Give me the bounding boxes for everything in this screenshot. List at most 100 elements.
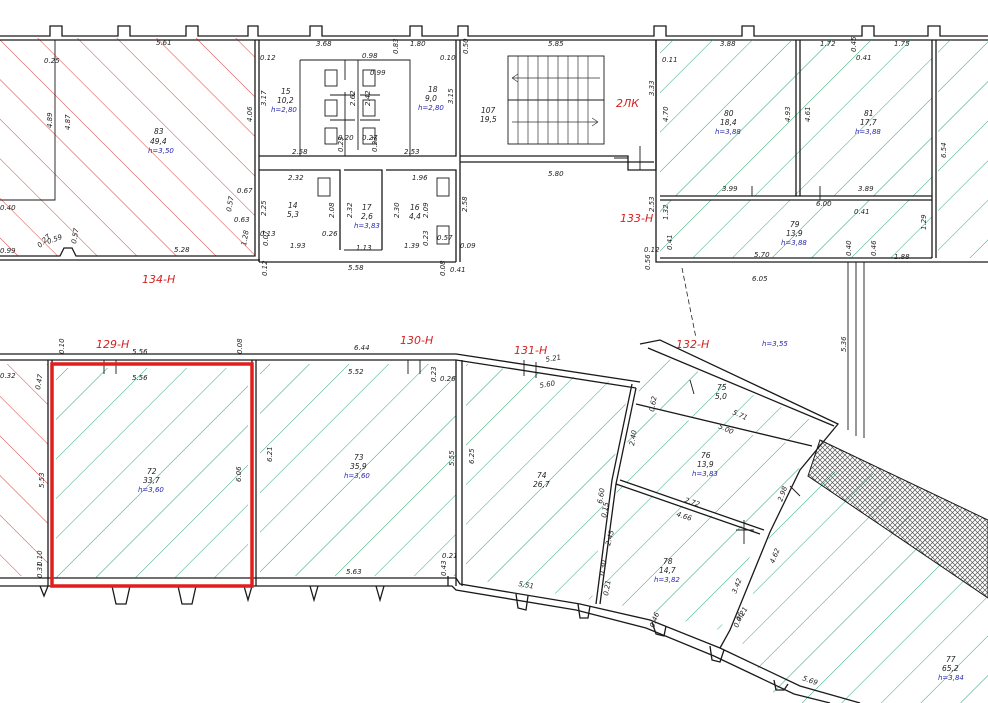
svg-text:3.15: 3.15 [447,88,455,104]
dashed-leader [681,267,697,339]
room-76-area [620,408,810,530]
svg-text:5.51: 5.51 [518,580,535,591]
svg-text:3.33: 3.33 [648,80,656,96]
svg-text:14,7: 14,7 [659,566,676,575]
svg-text:5.85: 5.85 [548,40,564,48]
room-79-label: 79 13,9 h=3,88 [781,220,807,247]
svg-text:2.32: 2.32 [346,202,354,218]
tag-132: 132-Н [676,338,709,351]
room-83-area [0,38,255,256]
svg-text:0.40: 0.40 [0,204,16,212]
svg-text:13,9: 13,9 [697,460,714,469]
toilet-stalls [299,59,411,156]
svg-text:h=3,83: h=3,83 [354,222,380,230]
sink-3 [436,225,450,245]
svg-text:h=3,83: h=3,83 [692,470,718,478]
svg-text:72: 72 [147,467,157,476]
svg-text:6.06: 6.06 [235,466,243,482]
selection-room-72[interactable] [50,362,254,588]
toilet-fixture-5 [362,99,376,117]
svg-text:0.98: 0.98 [362,52,378,60]
svg-text:5.53: 5.53 [38,472,46,488]
svg-text:15: 15 [281,87,291,96]
svg-text:6.60: 6.60 [596,487,607,504]
bottom-pilasters [39,576,789,691]
toilet-block [259,40,457,157]
tag-130: 130-Н [400,334,433,347]
svg-text:2.09: 2.09 [422,202,430,218]
room-72-label: 72 33,7 h=3,60 [138,467,164,494]
svg-text:h=3,82: h=3,82 [654,576,680,584]
svg-text:0.57: 0.57 [437,234,453,242]
sink-2 [436,177,450,197]
svg-text:0.57: 0.57 [70,227,81,244]
svg-text:75: 75 [717,383,727,392]
svg-text:49,4: 49,4 [150,137,167,146]
svg-text:5.28: 5.28 [174,246,190,254]
svg-text:5.70: 5.70 [754,251,770,259]
toilet-fixture-3 [324,127,338,145]
toilet-fixture-6 [362,127,376,145]
svg-text:0.46: 0.46 [870,240,878,256]
top-outer-wall [0,25,988,37]
svg-text:5.56: 5.56 [132,348,148,356]
room-83-walls [0,40,256,257]
room-74-area [466,364,630,600]
room-73-label: 73 35,9 h=3,60 [344,453,370,480]
right-strip-area [938,40,988,258]
toilet-fixture-2 [324,99,338,117]
svg-text:1.32: 1.32 [662,204,670,220]
svg-text:80: 80 [724,109,734,118]
svg-text:4,4: 4,4 [409,212,421,221]
room-73-area [260,364,456,576]
svg-text:0.23: 0.23 [371,136,379,152]
svg-text:79: 79 [790,220,800,229]
svg-text:16: 16 [410,203,420,212]
room-79-area [660,200,932,258]
svg-text:5.52: 5.52 [348,368,364,376]
svg-text:0.08: 0.08 [236,338,244,354]
svg-text:10,2: 10,2 [277,96,294,105]
svg-text:78: 78 [663,557,673,566]
svg-text:14: 14 [288,201,298,210]
svg-text:0.07: 0.07 [262,230,270,246]
svg-text:3.68: 3.68 [316,40,332,48]
svg-text:0.32: 0.32 [0,372,16,380]
svg-text:0.41: 0.41 [854,208,870,216]
svg-text:3.88: 3.88 [720,40,736,48]
svg-text:0.23: 0.23 [430,366,438,382]
svg-text:4.89: 4.89 [46,112,54,128]
svg-text:65,2: 65,2 [942,664,959,673]
svg-text:4.93: 4.93 [784,106,792,122]
svg-text:6.44: 6.44 [354,344,370,352]
svg-text:0.43: 0.43 [440,560,448,576]
svg-text:3.89: 3.89 [858,185,874,193]
door-marks-bottom [103,360,801,544]
svg-text:0.40: 0.40 [845,240,853,256]
svg-text:0.50: 0.50 [462,38,470,54]
door-swings-right [614,146,821,200]
svg-text:0.21: 0.21 [602,580,613,597]
svg-text:0.99: 0.99 [370,69,386,77]
room-81-label: 81 17,7 h=3,88 [855,109,881,136]
svg-text:0.12: 0.12 [644,246,660,254]
svg-text:h=3,60: h=3,60 [138,486,164,494]
svg-text:0.10: 0.10 [36,550,44,566]
svg-text:6.05: 6.05 [752,275,768,283]
svg-text:5.61: 5.61 [156,39,172,47]
room-18-label: 18 9,0 h=2,80 [418,85,444,112]
svg-text:26,7: 26,7 [533,480,550,489]
svg-text:5.63: 5.63 [346,568,362,576]
svg-text:6.21: 6.21 [266,446,274,462]
room-75-label: 75 5,0 [715,383,727,401]
svg-text:74: 74 [537,471,547,480]
sink-1 [317,177,331,197]
angled-walls [595,339,840,649]
svg-text:h=2,80: h=2,80 [271,106,297,114]
svg-text:0.67: 0.67 [237,187,253,195]
svg-text:0.63: 0.63 [234,216,250,224]
svg-text:4.06: 4.06 [246,106,254,122]
svg-text:18,4: 18,4 [720,118,737,127]
svg-text:0.26: 0.26 [322,230,338,238]
svg-text:5.21: 5.21 [545,353,562,364]
